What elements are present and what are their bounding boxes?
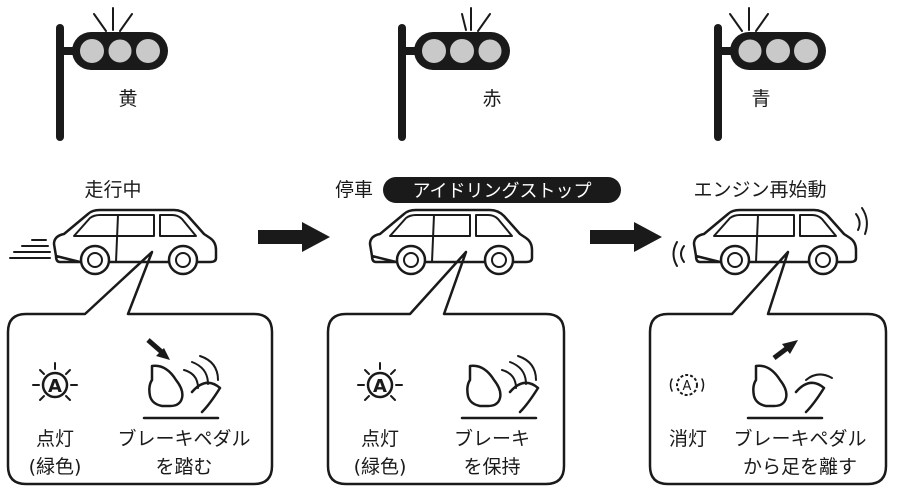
svg-text:A: A [48,376,62,397]
idle-stop-badge [383,177,621,203]
lamp-color-text: (緑色) [29,456,82,478]
brake-pedal-foot-icon [460,355,540,420]
stage-stopped: 赤 停車 アイドリングストップ A 点灯 (緑色) [326,7,621,486]
vibration-lines-icon [672,207,868,267]
brake-pedal-foot-icon [142,338,222,420]
stage-title: 停車 [335,179,373,201]
lamp-status-text: 点灯 [36,428,74,450]
stage-driving: 黄 走行中 A [6,7,274,486]
car-icon [52,208,218,276]
stage-title: エンジン再始動 [693,179,826,201]
indicator-a-off-icon: A [669,374,705,396]
pedal-action-text: ブレーキペダル [733,427,866,450]
callout-bubble [648,250,888,486]
brake-pedal-foot-icon [746,340,833,420]
svg-text:A: A [683,379,692,394]
stage-restart: 青 エンジン再始動 A 消灯 [648,7,888,486]
lamp-color-text: (緑色) [354,456,407,478]
stage-title: 走行中 [84,179,141,201]
callout-bubble [326,250,566,486]
traffic-light-icon [714,7,826,141]
traffic-light-icon [398,7,510,141]
pedal-action-text: ブレーキ [454,427,530,450]
indicator-a-icon: A [357,362,403,401]
indicator-a-icon: A [32,362,78,401]
traffic-light-icon [56,7,168,141]
signal-label: 赤 [482,88,501,110]
right-arrow-icon [258,222,330,252]
car-icon [692,208,858,276]
signal-label: 青 [751,88,770,110]
pedal-action-text: を踏む [155,456,212,478]
pedal-action-text: を保持 [463,456,520,478]
lamp-status-text: 消灯 [669,428,707,450]
svg-text:A: A [373,376,387,397]
car-icon [368,208,534,276]
speed-lines-icon [9,239,51,259]
pedal-action-text: から足を離す [743,456,857,478]
right-arrow-icon [590,222,662,252]
pedal-action-text: ブレーキペダル [117,427,250,450]
signal-label: 黄 [118,88,137,110]
badge-text: アイドリングストップ [412,181,591,202]
callout-bubble [6,250,274,486]
lamp-status-text: 点灯 [361,428,399,450]
